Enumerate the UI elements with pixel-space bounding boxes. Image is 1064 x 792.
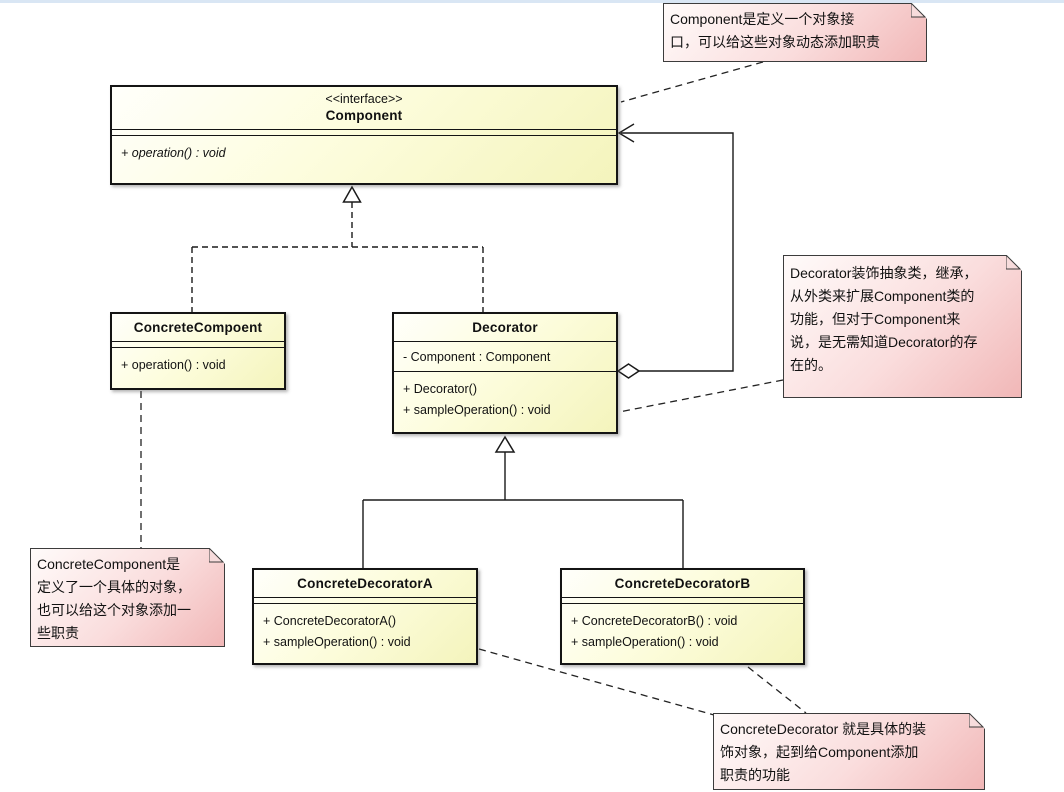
class-title: ConcreteDecoratorB [614, 576, 751, 591]
operations-compartment: + ConcreteDecoratorA() + sampleOperation… [254, 603, 476, 663]
attribute: - Component : Component [403, 350, 551, 364]
operations-compartment: + ConcreteDecoratorB() : void + sampleOp… [562, 603, 803, 663]
note-fold-icon [209, 548, 225, 564]
note-text: 定义了一个具体的对象， [37, 579, 191, 595]
note-text: 职责的功能 [720, 767, 790, 783]
note-text: Component是定义一个对象接 [670, 11, 855, 27]
note-concrete-component[interactable]: ConcreteComponent是 定义了一个具体的对象， 也可以给这个对象添… [30, 548, 225, 647]
note-decorator[interactable]: Decorator装饰抽象类，继承， 从外类来扩展Component类的 功能，… [783, 255, 1022, 398]
operation: + ConcreteDecoratorB() : void [571, 614, 738, 628]
class-title: Component [325, 108, 403, 123]
note-text: 也可以给这个对象添加一 [37, 602, 191, 618]
operation: + Decorator() [403, 382, 477, 396]
hollow-diamond [616, 363, 641, 379]
note-text: 口，可以给这些对象动态添加职责 [670, 34, 880, 50]
note-text: 说，是无需知道Decorator的存 [790, 334, 978, 350]
generalization-connector [362, 435, 684, 568]
class-name-compartment: ConcreteCompoent [112, 314, 284, 341]
operations-compartment: + Decorator() + sampleOperation() : void [394, 371, 616, 432]
note-text: 在的。 [790, 357, 832, 373]
operation: + sampleOperation() : void [263, 635, 411, 649]
realization-connector [191, 185, 484, 312]
operation: + operation() : void [121, 146, 226, 160]
hollow-triangle-arrowhead [342, 185, 362, 203]
aggregation-connector [616, 123, 734, 379]
attributes-compartment [254, 597, 476, 603]
class-concrete-compoent[interactable]: ConcreteCompoent + operation() : void [110, 312, 286, 390]
class-name-compartment: Decorator [394, 314, 616, 341]
open-arrowhead [617, 123, 635, 143]
note-text: 从外类来扩展Component类的 [790, 288, 975, 304]
note-text: 饰对象，起到给Component添加 [720, 744, 919, 760]
stereotype-label: <<interface>> [325, 92, 403, 106]
operation: + sampleOperation() : void [403, 403, 551, 417]
class-decorator[interactable]: Decorator - Component : Component + Deco… [392, 312, 618, 434]
note-text: ConcreteDecorator 就是具体的装 [720, 721, 927, 737]
note-text: 些职责 [37, 625, 79, 641]
attributes-compartment [112, 129, 616, 135]
class-name-compartment: ConcreteDecoratorB [562, 570, 803, 597]
operations-compartment: + operation() : void [112, 347, 284, 388]
class-title: ConcreteDecoratorA [297, 576, 433, 591]
note-anchor-lines [140, 61, 807, 716]
note-component[interactable]: Component是定义一个对象接 口，可以给这些对象动态添加职责 [663, 3, 927, 62]
class-concrete-decorator-a[interactable]: ConcreteDecoratorA + ConcreteDecoratorA(… [252, 568, 478, 665]
operation: + sampleOperation() : void [571, 635, 719, 649]
note-fold-icon [1006, 255, 1022, 271]
class-title: Decorator [472, 320, 538, 335]
class-name-compartment: <<interface>> Component [112, 87, 616, 129]
note-text: ConcreteComponent是 [37, 556, 181, 572]
note-fold-icon [911, 3, 927, 19]
attributes-compartment [112, 341, 284, 347]
operations-compartment: + operation() : void [112, 135, 616, 183]
note-fold-icon [969, 713, 985, 729]
top-edge-strip [0, 0, 1064, 3]
class-concrete-decorator-b[interactable]: ConcreteDecoratorB + ConcreteDecoratorB(… [560, 568, 805, 665]
note-text: 功能，但对于Component来 [790, 311, 961, 327]
operation: + ConcreteDecoratorA() [263, 614, 397, 628]
note-concrete-decorator[interactable]: ConcreteDecorator 就是具体的装 饰对象，起到给Componen… [713, 713, 985, 790]
attributes-compartment: - Component : Component [394, 341, 616, 371]
attributes-compartment [562, 597, 803, 603]
operation: + operation() : void [121, 358, 226, 372]
note-text: Decorator装饰抽象类，继承， [790, 265, 978, 281]
hollow-triangle-arrowhead [494, 435, 516, 453]
class-component[interactable]: <<interface>> Component + operation() : … [110, 85, 618, 185]
class-name-compartment: ConcreteDecoratorA [254, 570, 476, 597]
class-title: ConcreteCompoent [133, 320, 263, 335]
